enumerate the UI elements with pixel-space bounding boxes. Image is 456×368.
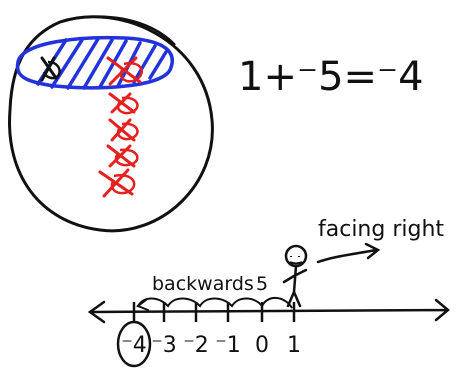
negative-counter — [106, 144, 139, 168]
backwards-label: backwards — [152, 273, 254, 295]
jump-arrowhead — [135, 299, 149, 311]
positive-counter — [40, 56, 61, 82]
facing-label: facing right — [318, 217, 444, 242]
facing-arrow — [316, 242, 381, 264]
tick-label: ⁻3 — [151, 333, 177, 358]
equation: 1+⁻5=⁻4 — [238, 54, 424, 100]
tick-label: 0 — [255, 333, 269, 358]
number-line — [87, 298, 450, 324]
tick-label: 1 — [287, 333, 301, 358]
answer-circle — [116, 320, 152, 368]
five-label: 5 — [256, 273, 268, 295]
tick-marks — [132, 302, 296, 322]
tick-label: ⁻2 — [183, 333, 209, 358]
stick-figure — [282, 244, 308, 308]
negative-counter — [108, 92, 139, 115]
negative-counter — [108, 118, 139, 142]
counter-circle — [8, 15, 214, 233]
tick-label: ⁻4 — [121, 333, 147, 358]
counter-circle-overlap — [59, 15, 176, 46]
tick-label: ⁻1 — [215, 333, 241, 358]
negative-counters — [98, 56, 143, 198]
negative-counter — [98, 168, 136, 198]
negative-counter — [106, 56, 143, 86]
jump-arcs — [137, 297, 293, 309]
